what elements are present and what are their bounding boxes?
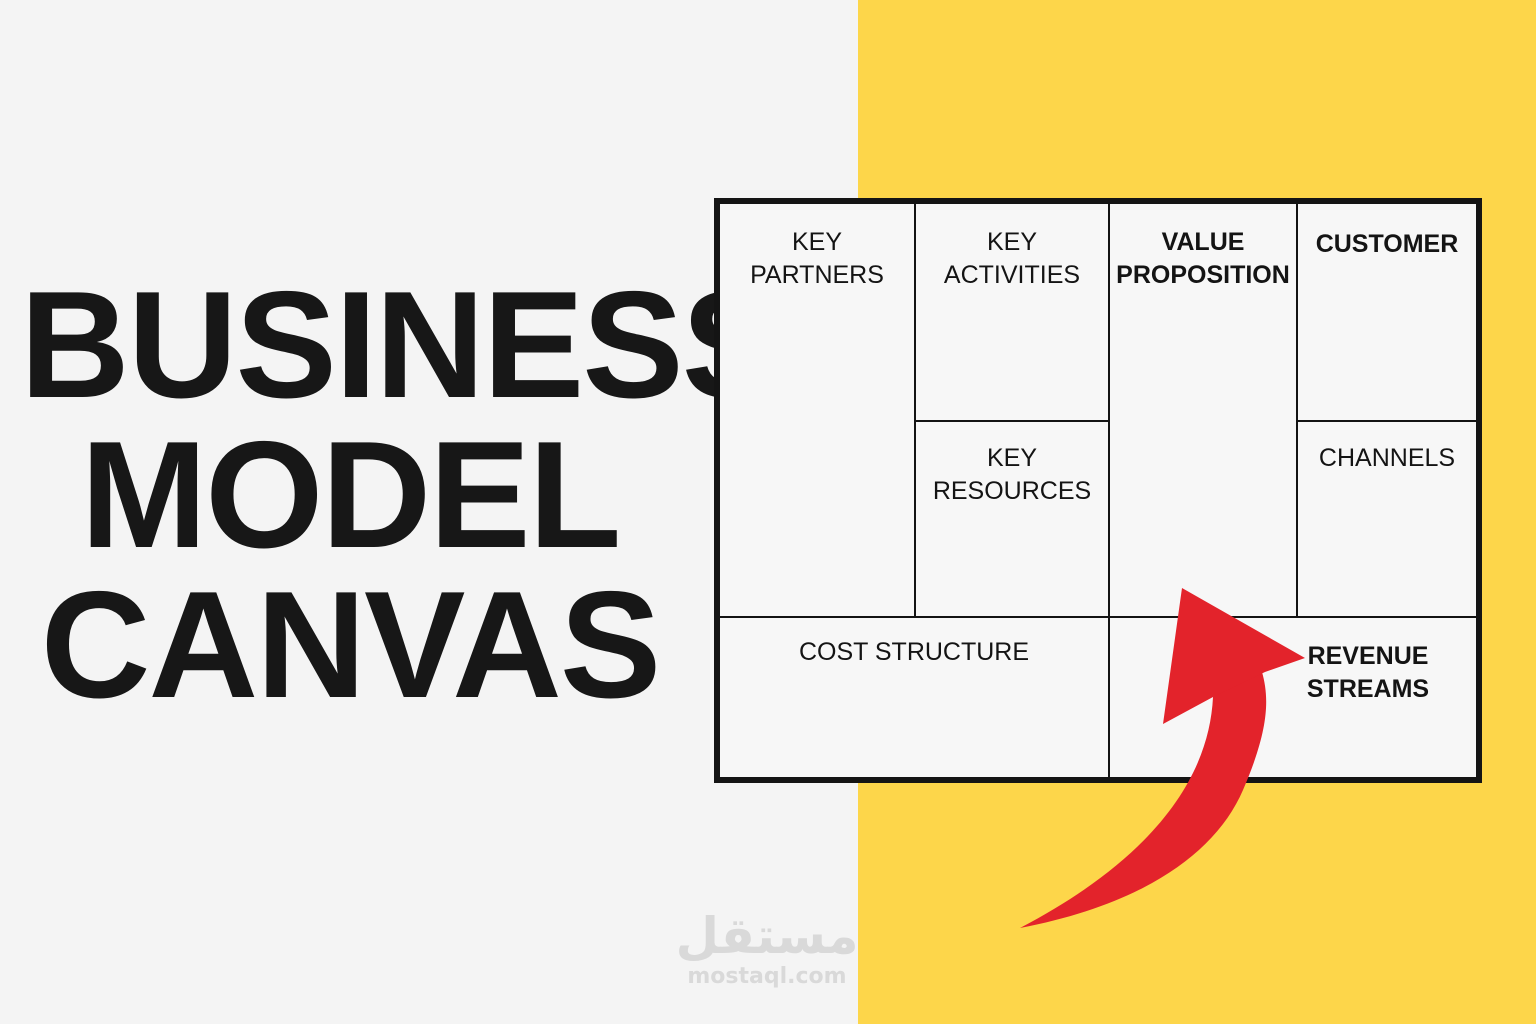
watermark: مستقل mostaql.com xyxy=(672,908,862,990)
cell-key-resources: KEY RESOURCES xyxy=(914,420,1110,618)
cell-key-activities: KEY ACTIVITIES xyxy=(914,202,1110,422)
label-key-activities: KEY ACTIVITIES xyxy=(943,228,1081,289)
watermark-latin: mostaql.com xyxy=(687,964,847,989)
label-key-partners: KEY PARTNERS xyxy=(750,228,884,289)
label-customer: CUSTOMER xyxy=(1315,230,1459,258)
title-line-model: MODEL xyxy=(80,410,622,580)
cell-revenue-streams: REVENUE STREAMS xyxy=(1108,616,1478,779)
watermark-arabic: مستقل xyxy=(675,907,859,965)
cell-channels: CHANNELS xyxy=(1296,420,1478,618)
label-channels: CHANNELS xyxy=(1318,444,1456,472)
title-line-canvas: CANVAS xyxy=(40,560,662,730)
page-title: BUSINESS MODEL CANVAS xyxy=(20,260,783,730)
cell-value-proposition: VALUE PROPOSITION xyxy=(1108,202,1298,618)
label-key-resources: KEY RESOURCES xyxy=(932,444,1092,505)
label-value-proposition: VALUE PROPOSITION xyxy=(1116,228,1290,289)
title-line-business: BUSINESS xyxy=(20,260,783,430)
label-cost-structure: COST STRUCTURE xyxy=(798,638,1030,666)
cell-key-partners: KEY PARTNERS xyxy=(718,202,916,618)
cell-cost-structure: COST STRUCTURE xyxy=(718,616,1110,779)
cell-customer: CUSTOMER xyxy=(1296,202,1478,422)
business-model-canvas-grid: KEY PARTNERS KEY ACTIVITIES KEY RESOURCE… xyxy=(714,198,1482,783)
label-revenue-streams: REVENUE STREAMS xyxy=(1306,642,1430,703)
